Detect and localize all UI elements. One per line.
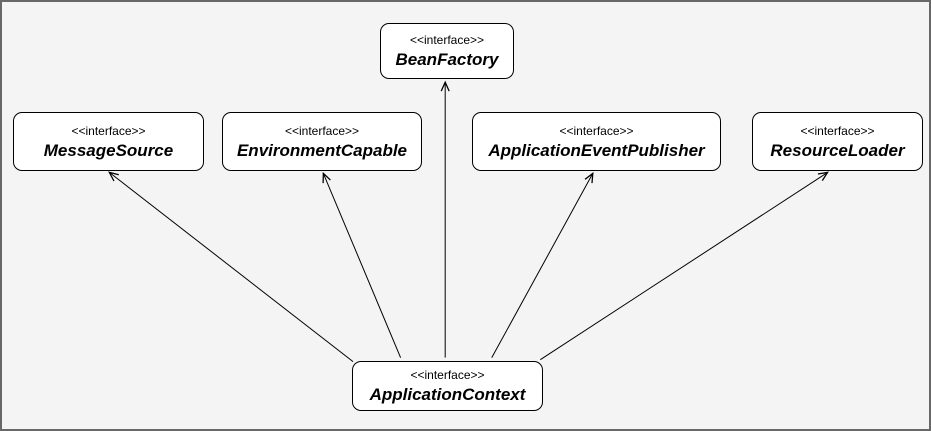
node-messagesource: <<interface>> MessageSource	[13, 112, 204, 171]
node-applicationcontext: <<interface>> ApplicationContext	[352, 361, 543, 411]
applicationeventpublisher-name-label: ApplicationEventPublisher	[488, 140, 705, 160]
environmentcapable-stereotype-label: <<interface>>	[284, 123, 360, 138]
edge-applicationcontext-to-messagesource	[108, 171, 354, 363]
node-beanfactory: <<interface>> BeanFactory	[380, 23, 514, 79]
beanfactory-stereotype-label: <<interface>>	[409, 33, 485, 47]
resourceloader-name-label: ResourceLoader	[770, 140, 905, 160]
node-resourceloader: <<interface>> ResourceLoader	[752, 112, 923, 171]
node-applicationeventpublisher: <<interface>> ApplicationEventPublisher	[472, 112, 721, 171]
edge-applicationcontext-to-applicationeventpublisher	[491, 172, 594, 358]
messagesource-name-label: MessageSource	[43, 140, 174, 160]
environmentcapable-name-label: EnvironmentCapable	[236, 140, 408, 160]
messagesource-stereotype-label: <<interface>>	[71, 123, 146, 138]
node-environmentcapable: <<interface>> EnvironmentCapable	[222, 112, 422, 171]
applicationeventpublisher-stereotype-label: <<interface>>	[559, 123, 634, 138]
edge-applicationcontext-to-resourceloader	[540, 171, 829, 361]
edge-applicationcontext-to-environmentcapable	[322, 171, 402, 358]
resourceloader-stereotype-label: <<interface>>	[800, 123, 875, 138]
applicationcontext-name-label: ApplicationContext	[369, 385, 526, 404]
beanfactory-name-label: BeanFactory	[395, 50, 499, 69]
applicationcontext-stereotype-label: <<interface>>	[410, 368, 485, 382]
